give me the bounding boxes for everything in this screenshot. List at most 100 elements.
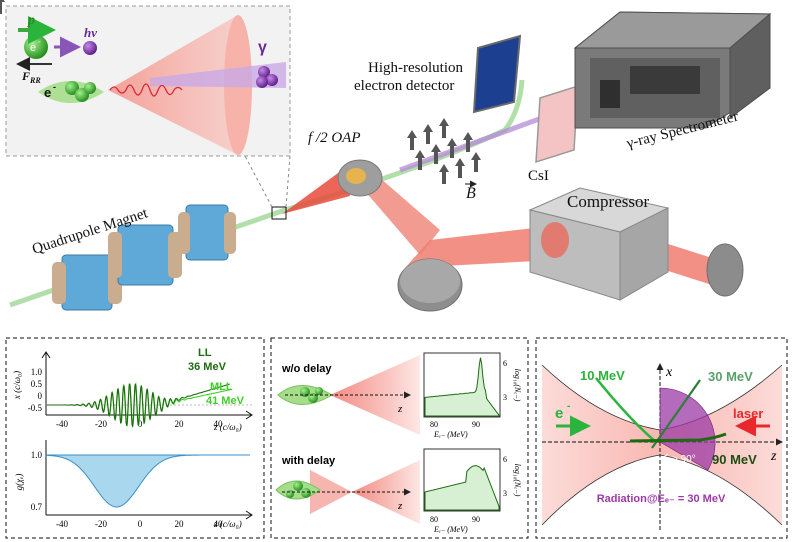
legend-photon	[83, 41, 97, 55]
row2-laser-cone	[352, 460, 420, 524]
electron-detector	[472, 34, 522, 114]
interaction-point-box	[271, 206, 287, 220]
spectrum-no-delay	[424, 357, 500, 417]
panel-delay: w/o delay z 80 90 Eₑ₋ (MeV) 6 3 log₁₀(Nₑ…	[270, 337, 529, 539]
label-90mev: 90 MeV	[712, 452, 757, 467]
top-y-label: x (c/ω₀)	[12, 371, 22, 400]
oap-mirror-reflection	[346, 168, 366, 184]
mirror-bottom-face	[400, 259, 460, 303]
label-30mev: 30 MeV	[708, 369, 753, 384]
inset1-xlabel: Eₑ₋ (MeV)	[433, 430, 468, 439]
electron-label: e	[555, 405, 563, 422]
row1-z-label: z	[397, 403, 403, 415]
spectrum-with-delay	[424, 465, 500, 511]
b-field-label: B	[466, 185, 476, 202]
g-chi-curve	[44, 454, 250, 508]
trajectory-30mev	[651, 379, 701, 449]
detector-label-2: electron detector	[354, 78, 454, 94]
tick-label: 0.7	[31, 502, 43, 512]
inset-photon	[258, 66, 270, 78]
tick-label: 1.0	[31, 367, 43, 377]
tick-label: 3	[503, 393, 507, 402]
laser-focus-cone	[282, 168, 350, 214]
compressor-box	[528, 187, 670, 301]
csi-label: CsI	[528, 168, 549, 184]
laser-focus-profile	[542, 365, 782, 525]
tick-label: 0	[38, 391, 43, 401]
angle-label: > 90°	[672, 454, 696, 465]
tick-label: 90	[472, 515, 480, 524]
tick-label: -0.5	[28, 403, 43, 413]
interaction-inset: e - γ e - p hν F RR	[5, 5, 291, 157]
mll-energy: 41 MeV	[206, 395, 245, 407]
trajectory-90mev	[629, 432, 727, 443]
tick-label: 40	[214, 419, 224, 429]
inset-photon	[256, 76, 268, 88]
top-x-ticks: -40 -20 0 20 40	[56, 419, 223, 429]
row2-label: with delay	[281, 455, 336, 467]
tick-label: -40	[56, 419, 68, 429]
experiment-scene: f /2 OAP Compressor High-resolution elec…	[0, 0, 772, 312]
inset2-xlabel: Eₑ₋ (MeV)	[433, 525, 468, 534]
oap-label: f /2 OAP	[308, 130, 361, 146]
zoom-line-right	[285, 155, 291, 208]
tick-label: 80	[430, 515, 438, 524]
tick-label: 3	[503, 489, 507, 498]
gamma-spectrometer	[573, 11, 772, 129]
ll-energy: 36 MeV	[188, 361, 227, 373]
panel-radiation: x z > 90° 10 MeV 30 MeV 90 MeV e - laser…	[535, 337, 788, 539]
csi-crystal	[535, 84, 579, 164]
z-axis-label: z	[770, 449, 777, 464]
ll-name: LL	[198, 347, 212, 359]
tick-label: 6	[503, 455, 507, 464]
label-10mev: 10 MeV	[580, 368, 625, 383]
mll-name: MLL	[210, 381, 233, 393]
tick-label: 6	[503, 359, 507, 368]
tick-label: 90	[472, 420, 480, 429]
rr-force-sub: RR	[29, 76, 41, 85]
mirror-right	[706, 243, 744, 297]
zoom-line-left	[244, 155, 273, 208]
tick-label: -20	[95, 519, 107, 529]
row1-label: w/o delay	[281, 363, 332, 375]
legend-electron-sup: -	[38, 37, 41, 46]
laser-label: laser	[733, 406, 763, 421]
inset-gamma-beam	[150, 62, 286, 88]
inset-electron-label: e	[44, 85, 51, 100]
rr-force-label: F	[21, 69, 30, 83]
tick-label: 40	[214, 519, 224, 529]
angle-arc	[655, 453, 669, 459]
magnetic-field-arrows	[0, 0, 483, 186]
top-x-label: z (c/ω₀)	[213, 422, 242, 432]
tick-label: 20	[175, 419, 185, 429]
radiation-distribution	[660, 387, 716, 470]
tick-label: 0.5	[31, 379, 43, 389]
bottom-x-ticks: -40 -20 0 20 40	[56, 519, 223, 529]
electron-label-sup: -	[567, 401, 570, 412]
inset1-ylabel: log₁₀(Nₑ₋)	[513, 369, 522, 402]
legend-electron-label: e	[30, 42, 36, 54]
momentum-label: p	[27, 13, 35, 28]
radiation-label: Radiation@Eₑ₋ = 30 MeV	[597, 493, 726, 505]
tick-label: 20	[175, 519, 185, 529]
detector-label-1: High-resolution	[368, 60, 463, 76]
top-y-ticks: 1.0 0.5 0 -0.5	[28, 367, 43, 413]
row2-laser-cone-left	[310, 470, 352, 514]
laser-beam-diag	[405, 225, 560, 268]
inset-photon	[266, 74, 278, 86]
bottom-x-label: z (c/ω₀)	[213, 519, 242, 529]
inset-gamma-label: γ	[258, 39, 267, 56]
quadrupole-magnets	[52, 204, 236, 311]
compressor-label: Compressor	[567, 192, 650, 211]
inset2-ylabel: log₁₀(Nₑ₋)	[513, 464, 522, 497]
row2-z-label: z	[397, 500, 403, 512]
ll-trajectory	[46, 383, 230, 427]
tick-label: -20	[95, 419, 107, 429]
inset-electron-sup: -	[53, 82, 56, 92]
tick-label: 0	[138, 419, 143, 429]
tick-label: 0	[138, 519, 143, 529]
bottom-y-label: g(χₑ)	[14, 474, 24, 491]
x-axis-label: x	[665, 365, 673, 380]
tick-label: 80	[430, 420, 438, 429]
